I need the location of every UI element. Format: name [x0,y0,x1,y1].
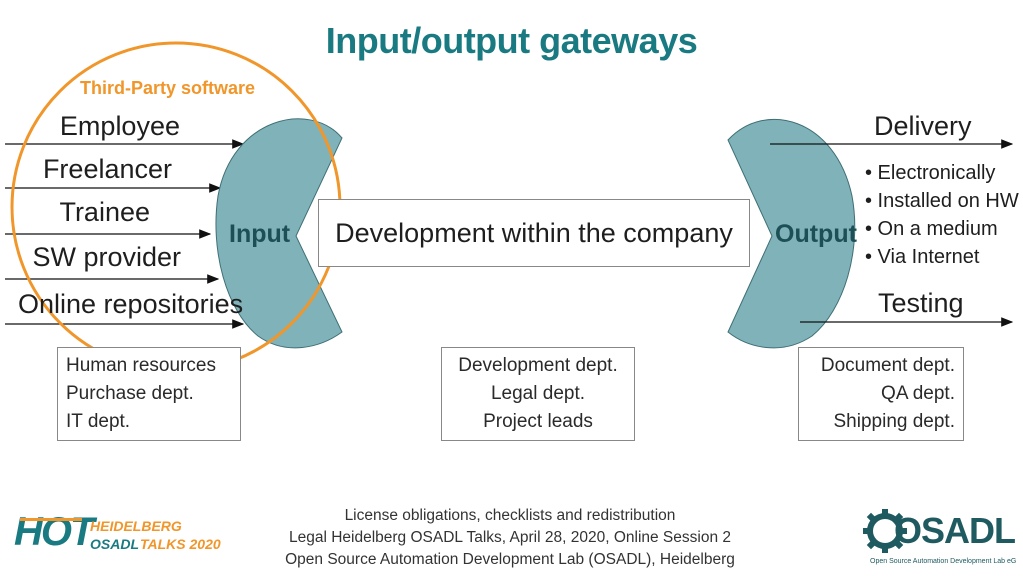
hot-logo-line2-b: TALKS 2020 [140,536,221,552]
hot-logo-stripe [20,518,82,521]
input-label-sw-provider: SW provider [32,242,181,272]
footer-line-2: Legal Heidelberg OSADL Talks, April 28, … [288,529,731,546]
output-shape-label: Output [775,220,857,248]
dept-legal: Legal dept. [490,383,586,404]
dept-human-resources: Human resources [66,355,216,376]
dept-it: IT dept. [66,411,131,432]
input-shape-label: Input [229,220,291,248]
input-label-trainee: Trainee [59,197,150,227]
dept-box-center: Development dept. Legal dept. Project le… [441,347,635,441]
dept-development: Development dept. [458,355,618,376]
dept-document: Document dept. [820,355,955,376]
development-box: Development within the company [318,199,750,267]
development-box-label: Development within the company [335,217,733,248]
dept-qa: QA dept. [881,383,955,404]
footer-line-3: Open Source Automation Development Lab (… [285,551,735,568]
footer-line-1: License obligations, checklists and redi… [344,507,676,524]
dept-shipping: Shipping dept. [833,411,956,432]
hot-heidelberg-logo: HOT HEIDELBERG OSADL TALKS 2020 [14,510,234,560]
delivery-bullet-on-a-medium: • On a medium [865,218,998,240]
input-label-freelancer: Freelancer [42,154,172,184]
dept-project-leads: Project leads [483,411,593,432]
dept-purchase: Purchase dept. [66,383,194,404]
osadl-gear-icon [863,509,907,553]
hot-logo-line1: HEIDELBERG [90,518,182,534]
delivery-bullet-electronically: • Electronically [865,162,996,184]
dept-box-left: Human resources Purchase dept. IT dept. [57,347,241,441]
output-testing-label: Testing [878,288,964,318]
delivery-bullet-via-internet: • Via Internet [865,246,980,268]
osadl-tagline: Open Source Automation Development Lab e… [870,558,1017,565]
output-delivery-label: Delivery [874,111,972,141]
hot-logo-mark: HOT [14,510,94,554]
input-label-employee: Employee [59,111,180,141]
output-gateway-shape [727,118,856,349]
osadl-logo: OSADL Open Source Automation Development… [862,506,1020,572]
delivery-bullet-installed-on-hw: • Installed on HW [865,190,1019,212]
third-party-label: Third-Party software [80,78,256,98]
page-title: Input/output gateways [325,20,698,61]
dept-box-right: Document dept. QA dept. Shipping dept. [798,347,964,441]
hot-logo-line2-a: OSADL [90,536,139,552]
input-label-online-repositories: Online repositories [18,289,244,319]
osadl-wordmark: OSADL [894,510,1016,551]
input-gateway-shape [215,118,343,349]
